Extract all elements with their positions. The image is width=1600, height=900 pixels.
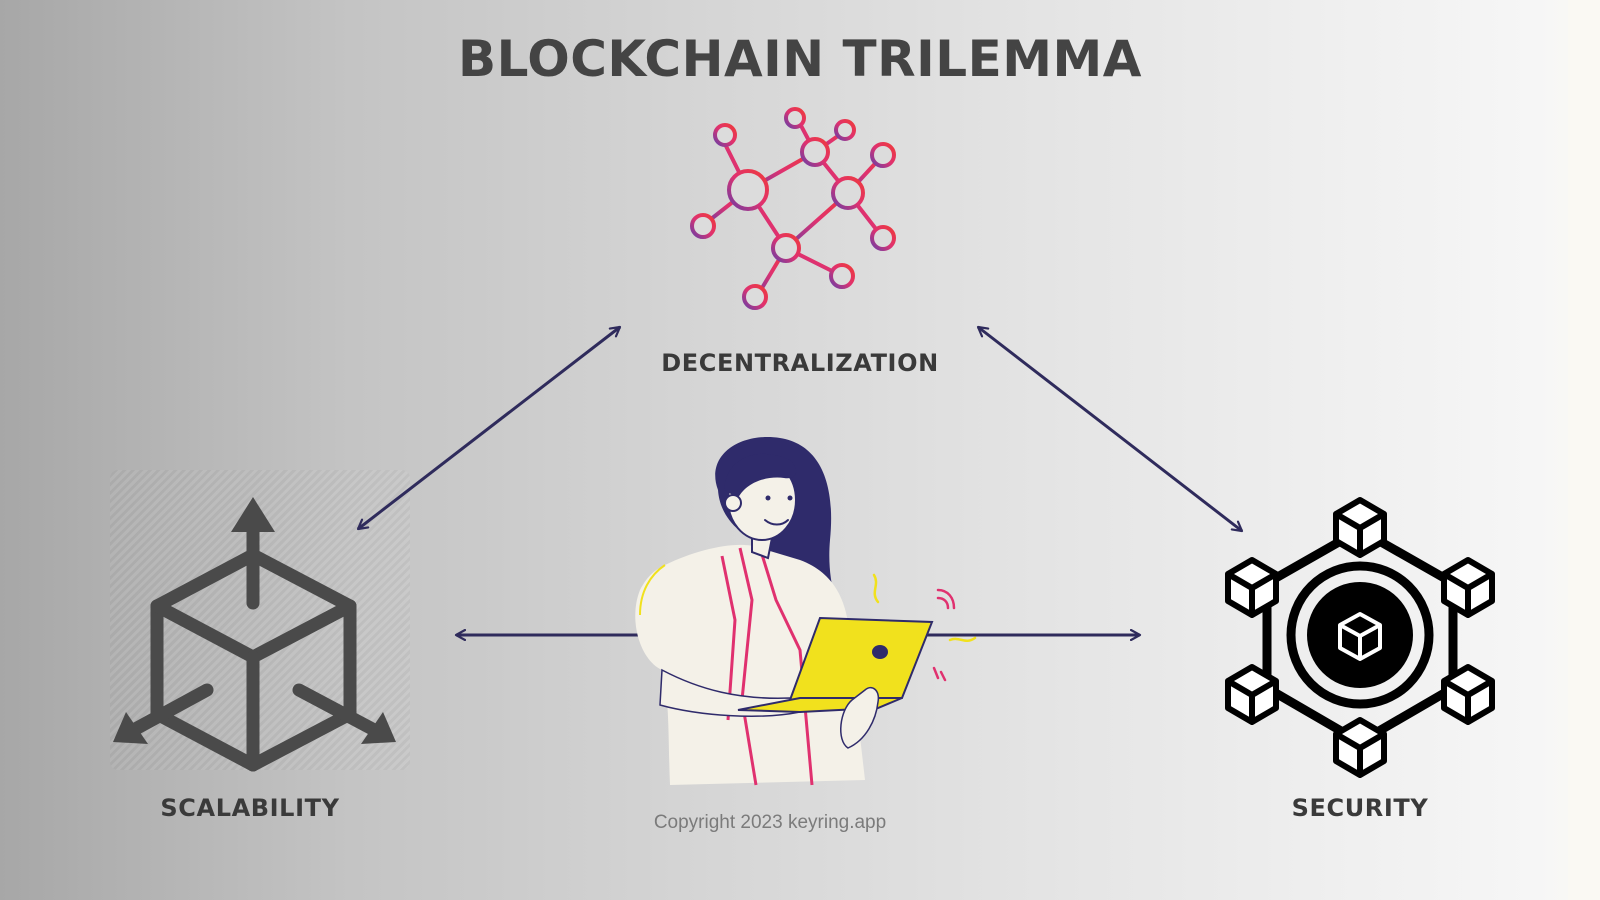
signal-waves [936,588,956,610]
copyright-notice: Copyright 2023 keyring.app [653,812,887,833]
ear [724,494,742,512]
arrow-decentralization-scalability [358,325,620,531]
network-nodes-icon [690,107,896,310]
squiggle-red [932,666,947,682]
right-edge-strip [1568,0,1600,900]
woman-with-laptop-illustration [635,437,977,786]
hair-fringe [724,453,797,498]
arrow-decentralization-security [978,325,1242,533]
hand [840,686,880,749]
lapel-left [738,547,758,786]
node-label-security: SECURITY [1291,794,1429,822]
lapel-inner [720,555,737,721]
eye-right [787,495,793,501]
squiggle-yellow-right [948,636,977,642]
lapel-right [758,547,814,786]
smile [764,519,789,526]
squiggle-yellow-top [872,573,880,604]
blazer-outline [639,564,666,616]
laptop-logo [872,645,888,659]
node-label-scalability: SCALABILITY [160,794,340,822]
diagram-title: BLOCKCHAIN TRILEMMA [458,30,1142,88]
node-label-decentralization: DECENTRALIZATION [661,349,939,377]
blockchain-hexagon-icon [1225,497,1495,778]
eye-left [765,495,771,501]
cube-arrows-icon [113,497,396,772]
